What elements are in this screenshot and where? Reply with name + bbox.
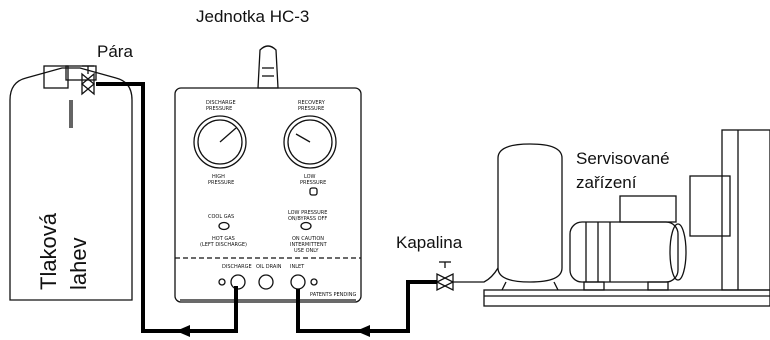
panel-lettering: DISCHARGE PRESSURE RECOVERY PRESSURE HIG…: [200, 100, 356, 298]
serviced-equipment-label-2: zařízení: [576, 173, 637, 192]
low-pressure-label-2: PRESSURE: [300, 180, 326, 186]
vapor-flow-arrow: [176, 325, 190, 337]
recovery-label-2: PRESSURE: [298, 106, 324, 112]
on-caution-label-1: ON CAUTION: [292, 236, 324, 242]
low-pressure-off-label-2: ON/BYPASS OFF: [288, 216, 327, 222]
high-pressure-label-1: HIGH: [212, 174, 225, 180]
hot-gas-label-1: HOT GAS: [212, 236, 235, 242]
vapor-label: Pára: [97, 42, 133, 61]
on-caution-label-2: INTERMITTENT: [290, 242, 328, 248]
liquid-label: Kapalina: [396, 233, 463, 252]
high-pressure-label-2: PRESSURE: [208, 180, 234, 186]
tank-connection-line: [453, 267, 499, 283]
vapor-hose: [96, 82, 238, 333]
cylinder-label-1: Tlaková: [36, 212, 61, 290]
discharge-label-1: DISCHARGE: [206, 100, 236, 106]
pressure-cylinder: [9, 65, 133, 301]
port-inlet-label: INLET: [290, 264, 305, 270]
serviced-equipment: [483, 129, 770, 307]
cool-gas-label: COOL GAS: [208, 214, 234, 220]
vapor-valve: [80, 65, 96, 96]
hc3-unit: [174, 45, 362, 303]
port-oil-drain-label: OIL DRAIN: [256, 264, 282, 270]
discharge-label-2: PRESSURE: [206, 106, 232, 112]
hot-gas-label-2: (LEFT DISCHARGE): [200, 242, 247, 248]
recovery-label-1: RECOVERY: [298, 100, 326, 106]
liquid-flow-arrow: [356, 325, 370, 337]
cylinder-label-2: lahev: [66, 237, 91, 290]
liquid-hose: [296, 280, 437, 333]
serviced-equipment-label-1: Servisované: [576, 149, 670, 168]
patents-label: PATENTS PENDING: [310, 292, 356, 298]
low-pressure-label-1: LOW: [304, 174, 316, 180]
hoses: [96, 82, 499, 337]
liquid-valve: [435, 261, 455, 292]
on-caution-label-3: USE ONLY: [294, 248, 319, 254]
unit-label: Jednotka HC-3: [196, 7, 309, 26]
port-discharge-label: DISCHARGE: [222, 264, 252, 270]
low-pressure-off-label-1: LOW PRESSURE: [288, 210, 327, 216]
